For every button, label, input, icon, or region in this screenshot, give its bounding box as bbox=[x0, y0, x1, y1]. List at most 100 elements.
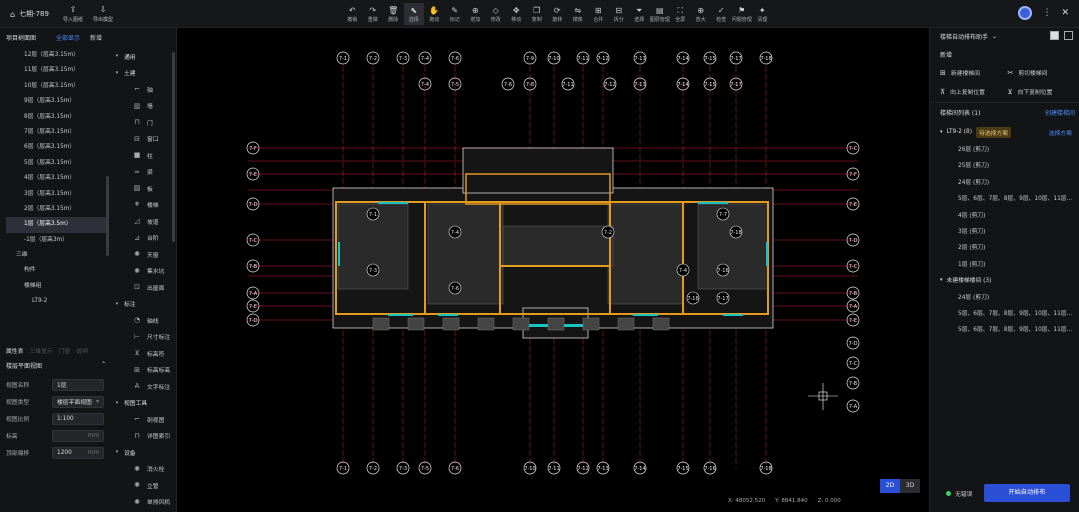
tool-mark[interactable]: ✎标记 bbox=[445, 3, 466, 25]
component-tool[interactable]: ◿坡道 bbox=[113, 213, 175, 230]
floor-item[interactable]: 12层（层高3.15m） bbox=[24, 52, 79, 58]
tool-filter[interactable]: ⏷选择 bbox=[629, 3, 650, 25]
floor-item[interactable]: 6层（层高3.15m） bbox=[24, 144, 76, 151]
show-all-link[interactable]: 全部显示 bbox=[56, 35, 81, 42]
stair-floor-item[interactable]: 4层 (剪刀) bbox=[940, 206, 1078, 222]
export-button[interactable]: ⇩导出模型 bbox=[90, 4, 116, 23]
tool-select[interactable]: ⬉选择 bbox=[403, 3, 424, 25]
floor-item[interactable]: 7层（层高3.15m） bbox=[24, 128, 76, 135]
component-tool[interactable]: ⊻标高符 bbox=[113, 345, 175, 362]
stair-floor-item[interactable]: 24层 (剪刀) bbox=[940, 288, 1078, 304]
cut-stair-button[interactable]: ✂剪切楼梯间 bbox=[1008, 68, 1076, 78]
component-tool[interactable]: ⊟窗口 bbox=[113, 131, 175, 148]
property-input[interactable]: mm bbox=[52, 429, 104, 442]
floor-item[interactable]: 2层（层高3.15m） bbox=[24, 205, 76, 212]
floor-item[interactable]: 8层（层高3.15m） bbox=[24, 113, 76, 120]
component-tool[interactable]: ▥墙 bbox=[113, 98, 175, 115]
category-group[interactable]: ▾土建 bbox=[113, 65, 175, 82]
stair-floor-item[interactable]: 24层 (剪刀) bbox=[940, 173, 1078, 189]
category-group[interactable]: ▾标注 bbox=[113, 296, 175, 313]
floor-item[interactable]: 10层（层高3.15m） bbox=[24, 82, 79, 89]
tree-item[interactable]: LT9-2 bbox=[32, 298, 48, 305]
component-tool[interactable]: ✺集水坑 bbox=[113, 263, 175, 280]
tool-clean[interactable]: ✦清理 bbox=[752, 3, 773, 25]
floor-item[interactable]: -1层（层高3m） bbox=[24, 236, 69, 243]
create-stair-link[interactable]: 创建楼梯间 bbox=[1044, 110, 1075, 117]
tool-add[interactable]: ⊕增加 bbox=[465, 3, 486, 25]
tool-copy[interactable]: ❐复制 bbox=[527, 3, 548, 25]
tool-pan[interactable]: ✋拖动 bbox=[424, 3, 445, 25]
component-tool[interactable]: ⊓门 bbox=[113, 114, 175, 131]
stair-floor-item[interactable]: 26层 (剪刀) bbox=[940, 140, 1078, 156]
tool-rotate[interactable]: ⟳旋转 bbox=[547, 3, 568, 25]
component-tool[interactable]: ⊿台阶 bbox=[113, 230, 175, 247]
close-icon[interactable]: ✕ bbox=[1061, 8, 1069, 18]
tool-mirror[interactable]: ⇋镜像 bbox=[568, 3, 589, 25]
property-input[interactable]: 1:100 bbox=[52, 412, 104, 425]
component-tool[interactable]: ◔轴线 bbox=[113, 312, 175, 329]
import-button[interactable]: ⇪导入图纸 bbox=[60, 4, 86, 23]
category-group[interactable]: ▾设备 bbox=[113, 444, 175, 461]
tab-properties[interactable]: 属性表 bbox=[6, 349, 24, 355]
tool-layer[interactable]: ▤图层管理 bbox=[650, 3, 671, 25]
start-auto-layout-button[interactable]: 开始自动排布 bbox=[984, 484, 1070, 502]
component-tool[interactable]: ═梁 bbox=[113, 164, 175, 181]
avatar[interactable] bbox=[1018, 6, 1033, 20]
tool-fullscreen[interactable]: ⛶全屏 bbox=[670, 3, 691, 25]
project-title[interactable]: ⌂ 七期-789 bbox=[10, 9, 49, 19]
view-3d-button[interactable]: 3D bbox=[900, 479, 920, 493]
tool-split[interactable]: ⊟拆分 bbox=[609, 3, 630, 25]
down-button[interactable]: ⊻向下复制位置 bbox=[1008, 87, 1076, 97]
component-tool[interactable]: ✺天窗 bbox=[113, 246, 175, 263]
tree-item[interactable]: 三维 bbox=[16, 252, 28, 259]
tool-shape[interactable]: ◇修改 bbox=[486, 3, 507, 25]
tool-check[interactable]: ✓检查 bbox=[711, 3, 732, 25]
tool-merge[interactable]: ⊞合并 bbox=[588, 3, 609, 25]
properties-title[interactable]: 楼层平面视图 ⌃ bbox=[6, 361, 106, 370]
new-stair-button[interactable]: ⊞新建楼梯间 bbox=[940, 68, 1008, 78]
tool-issue[interactable]: ⚑问题管理 bbox=[732, 3, 753, 25]
assistant-selector[interactable]: 楼梯自动排布助手 ⌄ bbox=[940, 33, 998, 41]
tree-item[interactable]: 构件 bbox=[24, 267, 36, 274]
component-tool[interactable]: ✺单排风机 bbox=[113, 494, 175, 511]
view-2d-button[interactable]: 2D bbox=[880, 479, 900, 493]
select-scheme-link[interactable]: 选择方案 bbox=[1048, 130, 1072, 137]
stair-group[interactable]: ▾LT9-2 (8)待选择方案选择方案 bbox=[940, 124, 1078, 140]
stair-floor-item[interactable]: 3层 (剪刀) bbox=[940, 222, 1078, 238]
up-button[interactable]: ⊼向上复制位置 bbox=[940, 87, 1008, 97]
tool-delete[interactable]: 🗑删除 bbox=[383, 3, 404, 25]
category-group[interactable]: ▾视图工具 bbox=[113, 395, 175, 412]
component-tool[interactable]: ⌐剖视图 bbox=[113, 411, 175, 428]
tree-item[interactable]: 楼梯组 bbox=[24, 282, 42, 289]
component-tool[interactable]: ✺消火栓 bbox=[113, 461, 175, 478]
tool-move[interactable]: ✥移动 bbox=[506, 3, 527, 25]
stair-floor-item[interactable]: 5层、6层、7层、8层、9层、10层、11层... bbox=[940, 304, 1078, 320]
palette-scrollbar[interactable] bbox=[172, 52, 175, 242]
tool-undo[interactable]: ↶撤销 bbox=[342, 3, 363, 25]
component-tool[interactable]: ⩨楼梯 bbox=[113, 197, 175, 214]
stair-floor-item[interactable]: 1层 (剪刀) bbox=[940, 255, 1078, 271]
floor-item[interactable]: 3层（层高3.15m） bbox=[24, 190, 76, 197]
component-tool[interactable]: ⊢尺寸标注 bbox=[113, 329, 175, 346]
stair-group[interactable]: ▾未建楼梯楼间 (3) bbox=[940, 272, 1078, 288]
tool-redo[interactable]: ↷重做 bbox=[363, 3, 384, 25]
floor-item[interactable]: 5层（层高3.15m） bbox=[24, 159, 76, 166]
tab-notes[interactable]: 说明 bbox=[76, 349, 88, 355]
component-tool[interactable]: ⊡出屋面 bbox=[113, 279, 175, 296]
floor-item[interactable]: 4层（层高3.15m） bbox=[24, 175, 76, 182]
more-icon[interactable]: ⋮ bbox=[1042, 8, 1052, 18]
tool-zoom-in[interactable]: ⊕放大 bbox=[691, 3, 712, 25]
floor-item[interactable]: 1层（层高3.5m） bbox=[6, 217, 106, 233]
property-input[interactable]: 楼层平面视图▾ bbox=[52, 395, 104, 408]
category-group[interactable]: ▾通用 bbox=[113, 48, 175, 65]
floor-item[interactable]: 11层（层高3.15m） bbox=[24, 67, 79, 74]
component-tool[interactable]: ⊓详图索引 bbox=[113, 428, 175, 445]
component-tool[interactable]: ⌐轴 bbox=[113, 81, 175, 98]
component-tool[interactable]: ■柱 bbox=[113, 147, 175, 164]
floor-item[interactable]: 9层（层高3.15m） bbox=[24, 98, 76, 105]
property-input[interactable]: 1层 bbox=[52, 378, 104, 391]
window-icon[interactable] bbox=[1064, 31, 1073, 40]
